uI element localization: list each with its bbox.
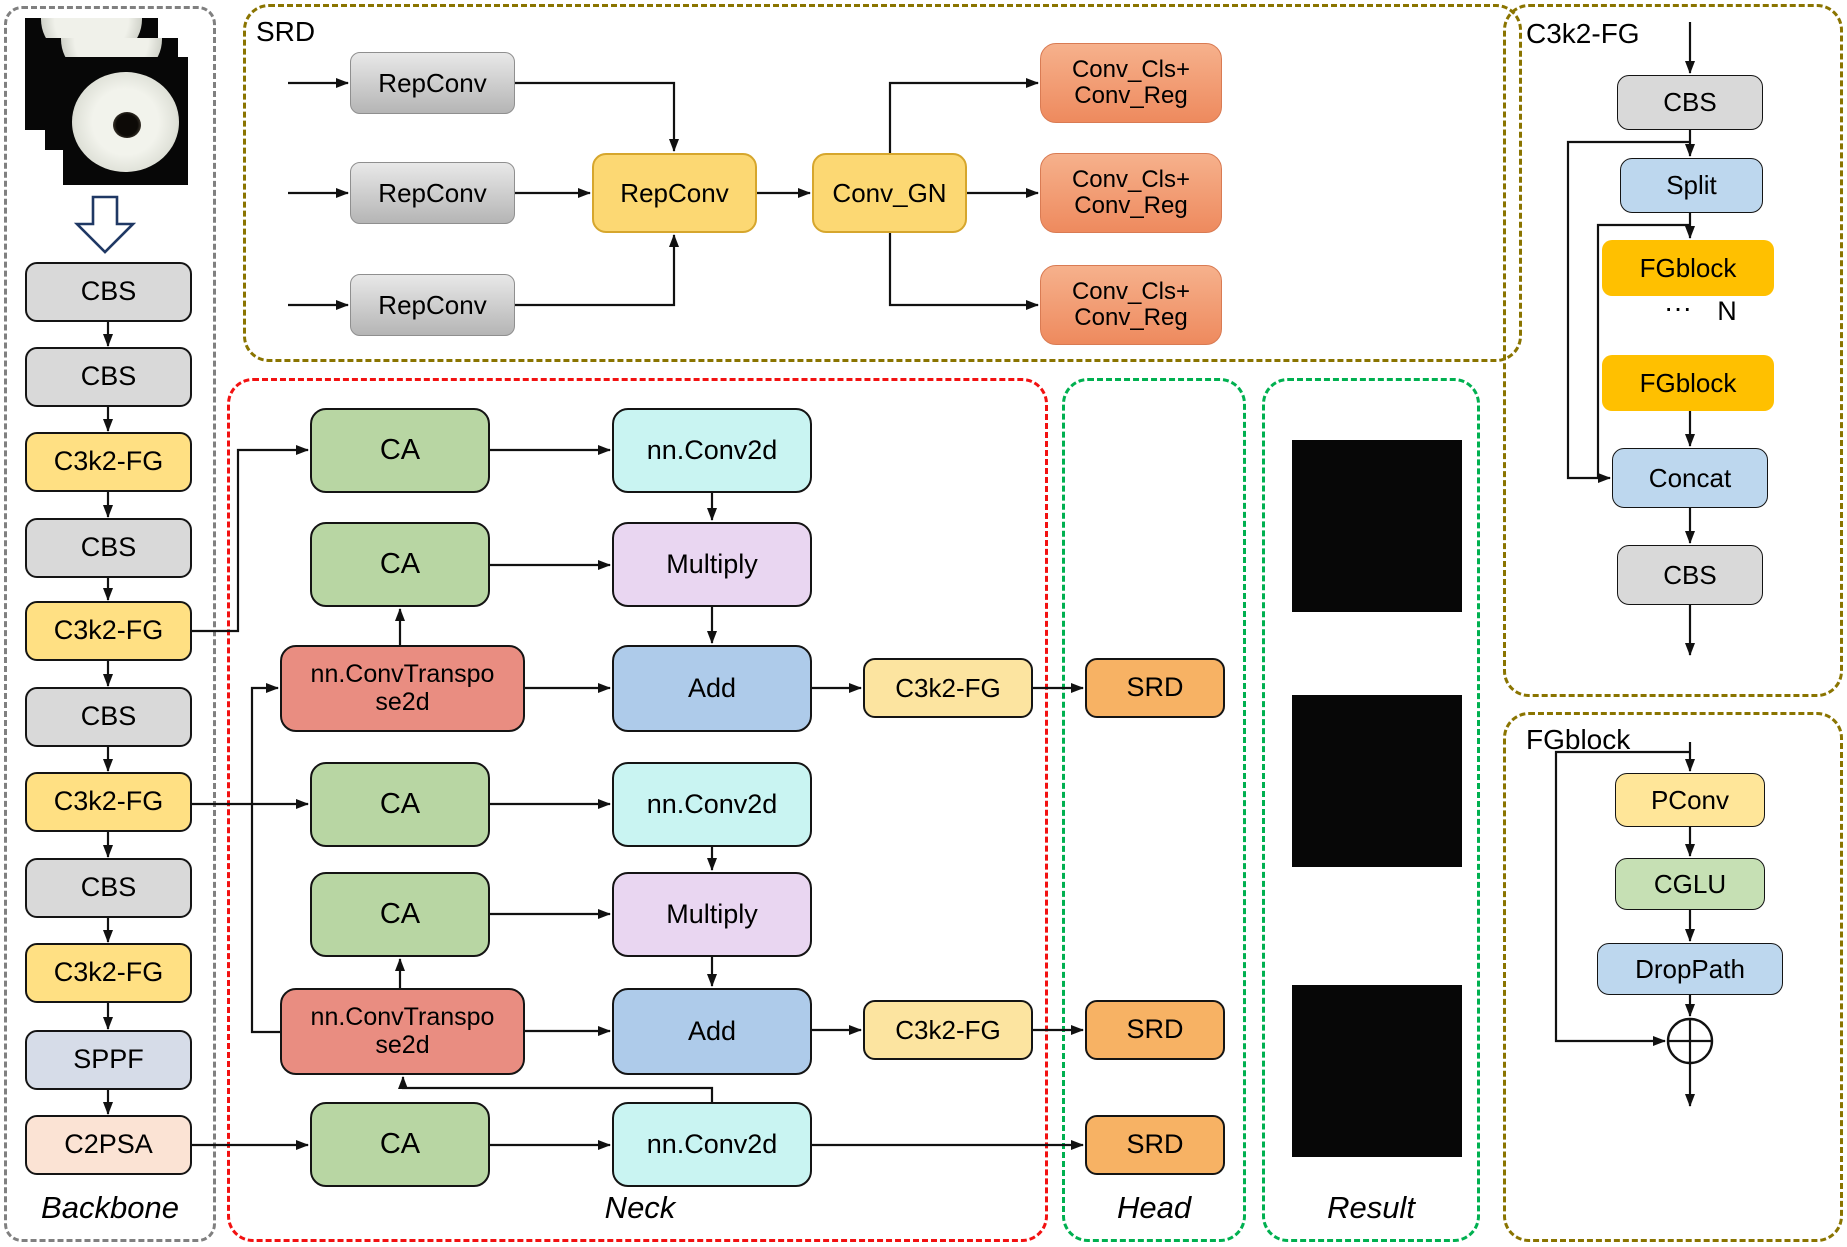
srd-panel <box>243 4 1522 362</box>
neck-c3k2fg-1: C3k2-FG <box>863 658 1033 718</box>
neck-convtranspose-1: nn.ConvTranspo se2d <box>280 645 525 732</box>
neck-multiply-1: Multiply <box>612 522 812 607</box>
c3k2fg-cbs-top: CBS <box>1617 75 1763 130</box>
c3k2fg-concat: Concat <box>1612 448 1768 508</box>
srd-repconv-2: RepConv <box>350 162 515 224</box>
neck-ca-5: CA <box>310 1102 490 1187</box>
section-backbone: Backbone <box>41 1190 179 1225</box>
c3k2fg-cbs-bottom: CBS <box>1617 545 1763 605</box>
c3k2fg-title: C3k2-FG <box>1526 18 1640 49</box>
srd-title: SRD <box>256 16 316 47</box>
backbone-c2psa: C2PSA <box>25 1115 192 1175</box>
neck-convtranspose-2: nn.ConvTranspo se2d <box>280 988 525 1075</box>
neck-conv2d-2: nn.Conv2d <box>612 762 812 847</box>
head-srd-1: SRD <box>1085 658 1225 718</box>
backbone-cbs-5: CBS <box>25 858 192 918</box>
repeat-count: N <box>1717 296 1737 326</box>
input-disc <box>71 72 180 173</box>
head-srd-2: SRD <box>1085 1000 1225 1060</box>
backbone-c3k2fg-1: C3k2-FG <box>25 432 192 492</box>
neck-ca-4: CA <box>310 872 490 957</box>
neck-add-1: Add <box>612 645 812 732</box>
srd-repconv-3: RepConv <box>350 274 515 336</box>
fgblock-cglu: CGLU <box>1615 858 1765 910</box>
neck-ca-2: CA <box>310 522 490 607</box>
srd-repconv-main: RepConv <box>592 153 757 233</box>
backbone-sppf: SPPF <box>25 1030 192 1090</box>
backbone-c3k2fg-3: C3k2-FG <box>25 772 192 832</box>
fgblock-title: FGblock <box>1526 724 1631 755</box>
backbone-cbs-3: CBS <box>25 518 192 578</box>
neck-conv2d-1: nn.Conv2d <box>612 408 812 493</box>
neck-ca-3: CA <box>310 762 490 847</box>
backbone-c3k2fg-2: C3k2-FG <box>25 601 192 661</box>
neck-panel <box>227 378 1048 1242</box>
c3k2fg-fgblock-1: FGblock <box>1602 240 1774 296</box>
srd-convcls-2: Conv_Cls+ Conv_Reg <box>1040 153 1222 233</box>
result-panel <box>1262 378 1480 1242</box>
head-srd-3: SRD <box>1085 1115 1225 1175</box>
input-disc-hole <box>112 112 141 139</box>
section-result: Result <box>1327 1190 1415 1225</box>
c3k2fg-panel <box>1503 4 1843 697</box>
result-image-2 <box>1292 695 1462 867</box>
fgblock-pconv: PConv <box>1615 773 1765 827</box>
backbone-cbs-1: CBS <box>25 262 192 322</box>
c3k2fg-split: Split <box>1620 158 1763 213</box>
section-head: Head <box>1116 1190 1192 1225</box>
srd-convcls-1: Conv_Cls+ Conv_Reg <box>1040 43 1222 123</box>
backbone-cbs-4: CBS <box>25 687 192 747</box>
srd-repconv-1: RepConv <box>350 52 515 114</box>
input-image-3 <box>63 57 188 185</box>
srd-conv-gn: Conv_GN <box>812 153 967 233</box>
neck-c3k2fg-2: C3k2-FG <box>863 1000 1033 1060</box>
neck-add-2: Add <box>612 988 812 1075</box>
head-panel <box>1062 378 1246 1242</box>
neck-ca-1: CA <box>310 408 490 493</box>
c3k2fg-fgblock-2: FGblock <box>1602 355 1774 411</box>
repeat-dots: ··· <box>1664 292 1692 323</box>
backbone-cbs-2: CBS <box>25 347 192 407</box>
backbone-c3k2fg-4: C3k2-FG <box>25 943 192 1003</box>
result-image-1 <box>1292 440 1462 612</box>
fgblock-droppath: DropPath <box>1597 943 1783 995</box>
fgblock-panel <box>1503 712 1843 1242</box>
srd-convcls-3: Conv_Cls+ Conv_Reg <box>1040 265 1222 345</box>
section-neck: Neck <box>604 1190 676 1225</box>
neck-conv2d-3: nn.Conv2d <box>612 1102 812 1187</box>
result-image-3 <box>1292 985 1462 1157</box>
neck-multiply-2: Multiply <box>612 872 812 957</box>
